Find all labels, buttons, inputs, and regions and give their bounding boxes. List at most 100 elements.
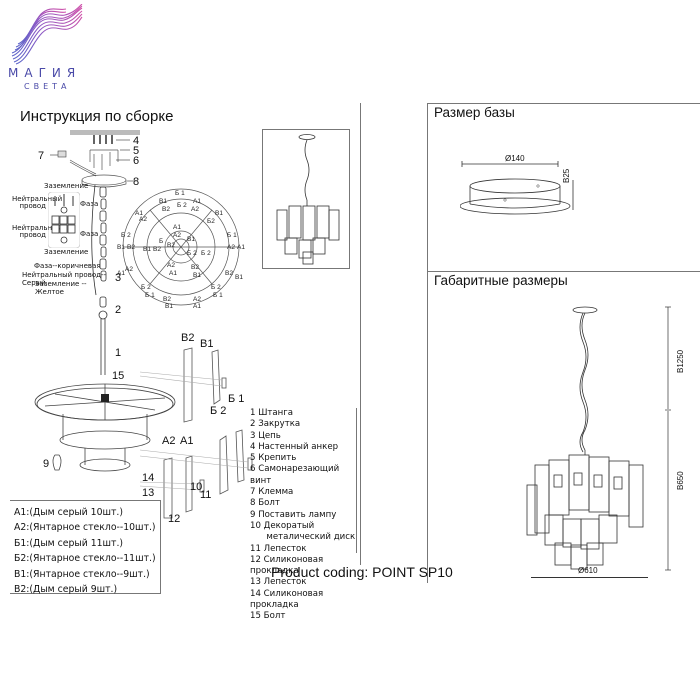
glass-label-a2: А2 bbox=[162, 435, 176, 447]
svg-text:В2: В2 bbox=[163, 296, 171, 303]
glass-inventory-item: Б1:(Дым серый 11шт.) bbox=[14, 537, 124, 549]
svg-text:А2: А2 bbox=[193, 296, 201, 303]
callout-7: 7 bbox=[38, 150, 45, 162]
right-panel-left-border bbox=[427, 103, 428, 583]
product-thumbnail bbox=[262, 129, 350, 269]
parts-list-item: 11 Лепесток bbox=[250, 543, 307, 554]
brand-name-line1: МАГИЯ bbox=[8, 66, 82, 80]
parts-list-item: 8 Болт bbox=[250, 498, 280, 509]
svg-text:В2: В2 bbox=[191, 264, 199, 271]
svg-text:А1: А1 bbox=[135, 210, 143, 217]
callout-9: 9 bbox=[43, 458, 50, 470]
brand-logo: МАГИЯ СВЕТА bbox=[6, 3, 86, 96]
wiring-ground-color: Заземление --Желтое bbox=[35, 280, 87, 296]
svg-text:А1: А1 bbox=[117, 270, 125, 277]
wiring-ground-top: Заземление bbox=[44, 182, 89, 190]
parts-list-item: 1 Штанга bbox=[250, 408, 294, 418]
parts-list: 1 Штанга 2 Закрутка 3 Цепь 4 Настенный а… bbox=[242, 408, 356, 623]
svg-text:В1: В1 bbox=[215, 210, 223, 217]
ceiling-hatch bbox=[70, 130, 140, 135]
base-drawing bbox=[460, 161, 574, 215]
glass-inventory-item: А1:(Дым серый 10шт.) bbox=[14, 507, 124, 518]
svg-text:Б 2: Б 2 bbox=[187, 250, 197, 257]
base-height-label: В25 bbox=[562, 168, 571, 183]
svg-text:В1: В1 bbox=[159, 198, 167, 205]
wiring-phase-1: Фаза bbox=[80, 200, 99, 208]
svg-text:А1: А1 bbox=[193, 198, 201, 205]
svg-text:Б 2: Б 2 bbox=[177, 202, 187, 209]
svg-text:В1: В1 bbox=[193, 272, 201, 279]
parts-list-item: металический диск bbox=[250, 532, 356, 543]
svg-text:В1: В1 bbox=[187, 236, 195, 243]
right-panel-divider bbox=[427, 271, 700, 272]
parts-list-item: 15 Болт bbox=[250, 611, 286, 622]
overall-size-title: Габаритные размеры bbox=[434, 273, 568, 288]
callout-2: 2 bbox=[115, 304, 122, 316]
parts-list-item: 14 Силиконовая прокладка bbox=[250, 588, 324, 611]
wiring-ground-bottom: Заземление bbox=[44, 248, 89, 256]
callout-10: 10 bbox=[190, 481, 203, 493]
svg-text:А2: А2 bbox=[167, 262, 175, 269]
wiring-diagram: Заземление Нейтральный провод Фаза Нейтр… bbox=[0, 180, 110, 300]
parts-list-item: 4 Настенный анкер bbox=[250, 441, 339, 452]
svg-text:В1: В1 bbox=[117, 244, 125, 251]
svg-text:А1: А1 bbox=[173, 224, 181, 231]
svg-text:В2: В2 bbox=[225, 270, 233, 277]
wiring-phase-2: Фаза bbox=[80, 230, 99, 238]
glass-inventory-box: А1:(Дым серый 10шт.) А2:(Янтарное стекло… bbox=[10, 500, 161, 597]
svg-text:Б 1: Б 1 bbox=[213, 292, 223, 299]
svg-text:Б 1: Б 1 bbox=[227, 232, 237, 239]
callout-8: 8 bbox=[133, 176, 140, 188]
parts-list-item: 13 Лепесток bbox=[250, 577, 307, 588]
wiring-neutral-1: Нейтральный провод bbox=[12, 195, 63, 210]
svg-text:Б 1: Б 1 bbox=[175, 190, 185, 197]
glass-label-a1: А1 bbox=[180, 435, 194, 447]
glass-inventory-list: А1:(Дым серый 10шт.) А2:(Янтарное стекло… bbox=[10, 501, 160, 597]
parts-list-item: 3 Цепь bbox=[250, 430, 281, 441]
glass-inventory-item: А2:(Янтарное стекло--10шт.) bbox=[14, 522, 156, 534]
parts-list-item: 12 Силиконовая прокладка bbox=[250, 554, 324, 577]
total-height-label: В1250 bbox=[676, 349, 685, 373]
svg-text:Б2: Б2 bbox=[207, 218, 215, 225]
parts-list-item: 5 Крепить bbox=[250, 453, 297, 464]
callout-11: 11 bbox=[200, 489, 212, 501]
ceiling-mount-diagram bbox=[50, 130, 140, 188]
callout-13: 13 bbox=[142, 487, 155, 499]
svg-text:Б 1: Б 1 bbox=[145, 292, 155, 299]
svg-text:Б 2: Б 2 bbox=[141, 284, 151, 291]
parts-list-item: 2 Закрутка bbox=[250, 419, 301, 430]
wiring-neutral-color: Нейтральный провод--Серый bbox=[22, 271, 107, 287]
glass-inventory-item: В2:(Дым серый 9шт.) bbox=[14, 584, 118, 596]
callout-5: 5 bbox=[133, 145, 140, 157]
callout-14: 14 bbox=[142, 472, 155, 484]
chain-rod-diagram bbox=[91, 185, 108, 375]
parts-list-item: 7 Клемма bbox=[250, 487, 294, 498]
frame-assembly-diagram bbox=[34, 383, 176, 472]
svg-text:А2: А2 bbox=[227, 244, 235, 251]
parts-list-item: 9 Поставить лампу bbox=[250, 509, 337, 520]
svg-text:А2: А2 bbox=[173, 232, 181, 239]
glass-inventory-item: В1:(Янтарное стекло--9шт.) bbox=[14, 568, 150, 580]
callout-4: 4 bbox=[133, 135, 140, 147]
svg-text:А1: А1 bbox=[193, 303, 201, 310]
svg-text:В1: В1 bbox=[235, 274, 243, 281]
callout-3: 3 bbox=[115, 272, 122, 284]
product-coding: Product coding: POINT SP10 bbox=[271, 564, 453, 580]
glass-pieces-diagram bbox=[140, 347, 253, 519]
svg-text:А2: А2 bbox=[191, 206, 199, 213]
callout-15: 15 bbox=[112, 370, 125, 382]
svg-text:А1: А1 bbox=[237, 244, 245, 251]
callout-12: 12 bbox=[168, 513, 181, 525]
glass-label-b1: В1 bbox=[200, 338, 214, 350]
glass-label-be1: Б 1 bbox=[228, 393, 245, 405]
svg-text:Б: Б bbox=[159, 238, 163, 245]
svg-text:В1: В1 bbox=[165, 303, 173, 310]
glass-label-be2: Б 2 bbox=[210, 405, 227, 417]
parts-list-item: 6 Самонарезающий винт bbox=[250, 464, 340, 486]
wiring-neutral-2: Нейтральный провод bbox=[12, 224, 63, 239]
svg-text:Б 2: Б 2 bbox=[211, 284, 221, 291]
wave-logo-icon bbox=[11, 3, 83, 65]
chandelier-thumbnail-icon bbox=[276, 134, 340, 265]
chandelier-drawing bbox=[526, 306, 671, 571]
